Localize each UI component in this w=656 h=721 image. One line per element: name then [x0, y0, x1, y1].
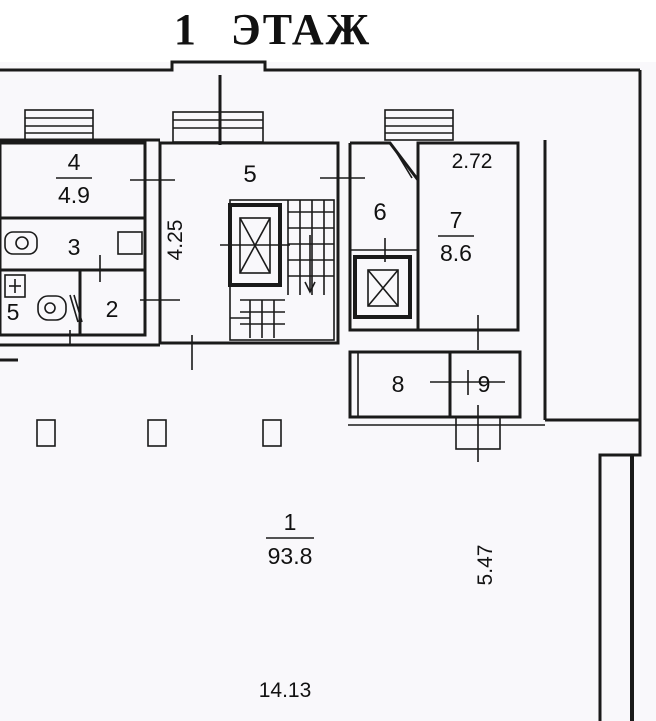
dim-2-72: 2.72: [452, 150, 493, 173]
room-1-number: 1: [284, 509, 297, 535]
room-7-area: 8.6: [440, 240, 472, 266]
stairwell: [158, 141, 365, 370]
room-5-stair-number: 5: [243, 161, 256, 188]
dimension-labels: 4.25 2.72 5.47 14.13: [164, 150, 497, 702]
floor-title: 1 ЭТАЖ: [173, 5, 372, 54]
room-3-number: 3: [68, 234, 81, 260]
room-4-number: 4: [68, 149, 81, 175]
plan-paper: [0, 62, 656, 721]
dim-4-25: 4.25: [164, 220, 187, 261]
columns: [36, 419, 282, 447]
room-7: [416, 141, 520, 350]
dim-14-13: 14.13: [259, 679, 312, 702]
dim-5-47: 5.47: [474, 545, 497, 586]
window-frames: [24, 75, 454, 145]
room-9-number: 9: [478, 371, 491, 397]
room-5-bath-number: 5: [7, 299, 20, 325]
stair-steps: [230, 200, 334, 338]
room-6-number: 6: [373, 199, 386, 226]
room-4-area: 4.9: [58, 182, 90, 208]
left-rooms: [0, 141, 180, 347]
room-labels: 4 4.9 5 3 2 5 6 7 8.6 8 9 1 93.8: [7, 149, 491, 569]
room-1-area: 93.8: [268, 543, 313, 569]
room-7-number: 7: [450, 207, 463, 233]
room-2-number: 2: [106, 296, 119, 322]
building-outline: [0, 60, 642, 721]
rooms-8-9: [348, 350, 545, 462]
room-8-number: 8: [392, 371, 405, 397]
